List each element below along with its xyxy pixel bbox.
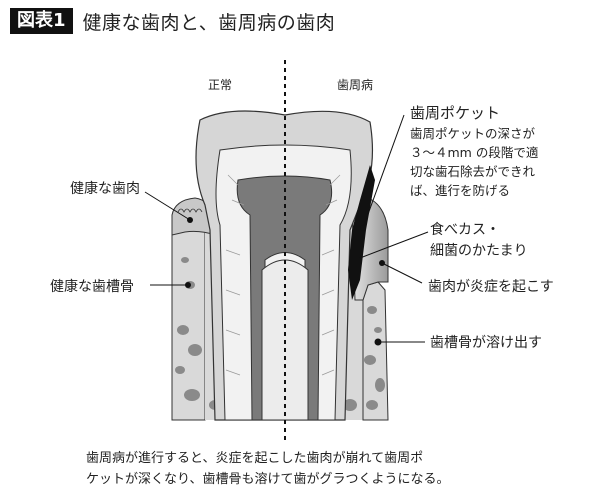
- label-normal: 正常: [208, 78, 233, 92]
- callout-food-debris-bacteria: 食べカス・ 細菌のかたまり: [430, 220, 528, 262]
- callout-bone-dissolving: 歯槽骨が溶け出す: [430, 335, 542, 351]
- note-line: ば、進行を防げる: [410, 183, 511, 198]
- tooth: [195, 110, 374, 421]
- note-line: ３～４mm の段階で適: [410, 145, 539, 160]
- bone-spots: [175, 257, 385, 415]
- callout-gum-inflammation: 歯肉が炎症を起こす: [428, 279, 554, 295]
- callout-periodontal-pocket: 歯周ポケット: [410, 104, 501, 122]
- note-line: 切な歯石除去ができれ: [410, 164, 536, 179]
- callout-line: 細菌のかたまり: [430, 243, 528, 259]
- periodontal-pocket-note: 歯周ポケットの深さが ３～４mm の段階で適 切な歯石除去ができれ ば、進行を防…: [410, 124, 538, 200]
- caption-line: ケットが深くなり、歯槽骨も溶けて歯がグラつくようになる。: [86, 472, 450, 487]
- label-periodontitis: 歯周病: [337, 78, 374, 92]
- figure-badge: 図表1: [10, 8, 73, 34]
- plaque-deposit: [348, 165, 375, 300]
- figure-title-text: 健康な歯肉と、歯周病の歯肉: [82, 11, 336, 34]
- figure-title: 図表1 健康な歯肉と、歯周病の歯肉: [10, 8, 335, 34]
- note-line: 歯周ポケットの深さが: [410, 126, 536, 141]
- callout-healthy-gum: 健康な歯肉: [70, 181, 140, 197]
- figure-caption: 歯周病が進行すると、炎症を起こした歯肉が崩れて歯周ポ ケットが深くなり、歯槽骨も…: [86, 448, 526, 490]
- callout-healthy-alveolar-bone: 健康な歯槽骨: [50, 279, 134, 295]
- callout-line: 食べカス・: [430, 222, 500, 238]
- caption-line: 歯周病が進行すると、炎症を起こした歯肉が崩れて歯周ポ: [86, 451, 424, 466]
